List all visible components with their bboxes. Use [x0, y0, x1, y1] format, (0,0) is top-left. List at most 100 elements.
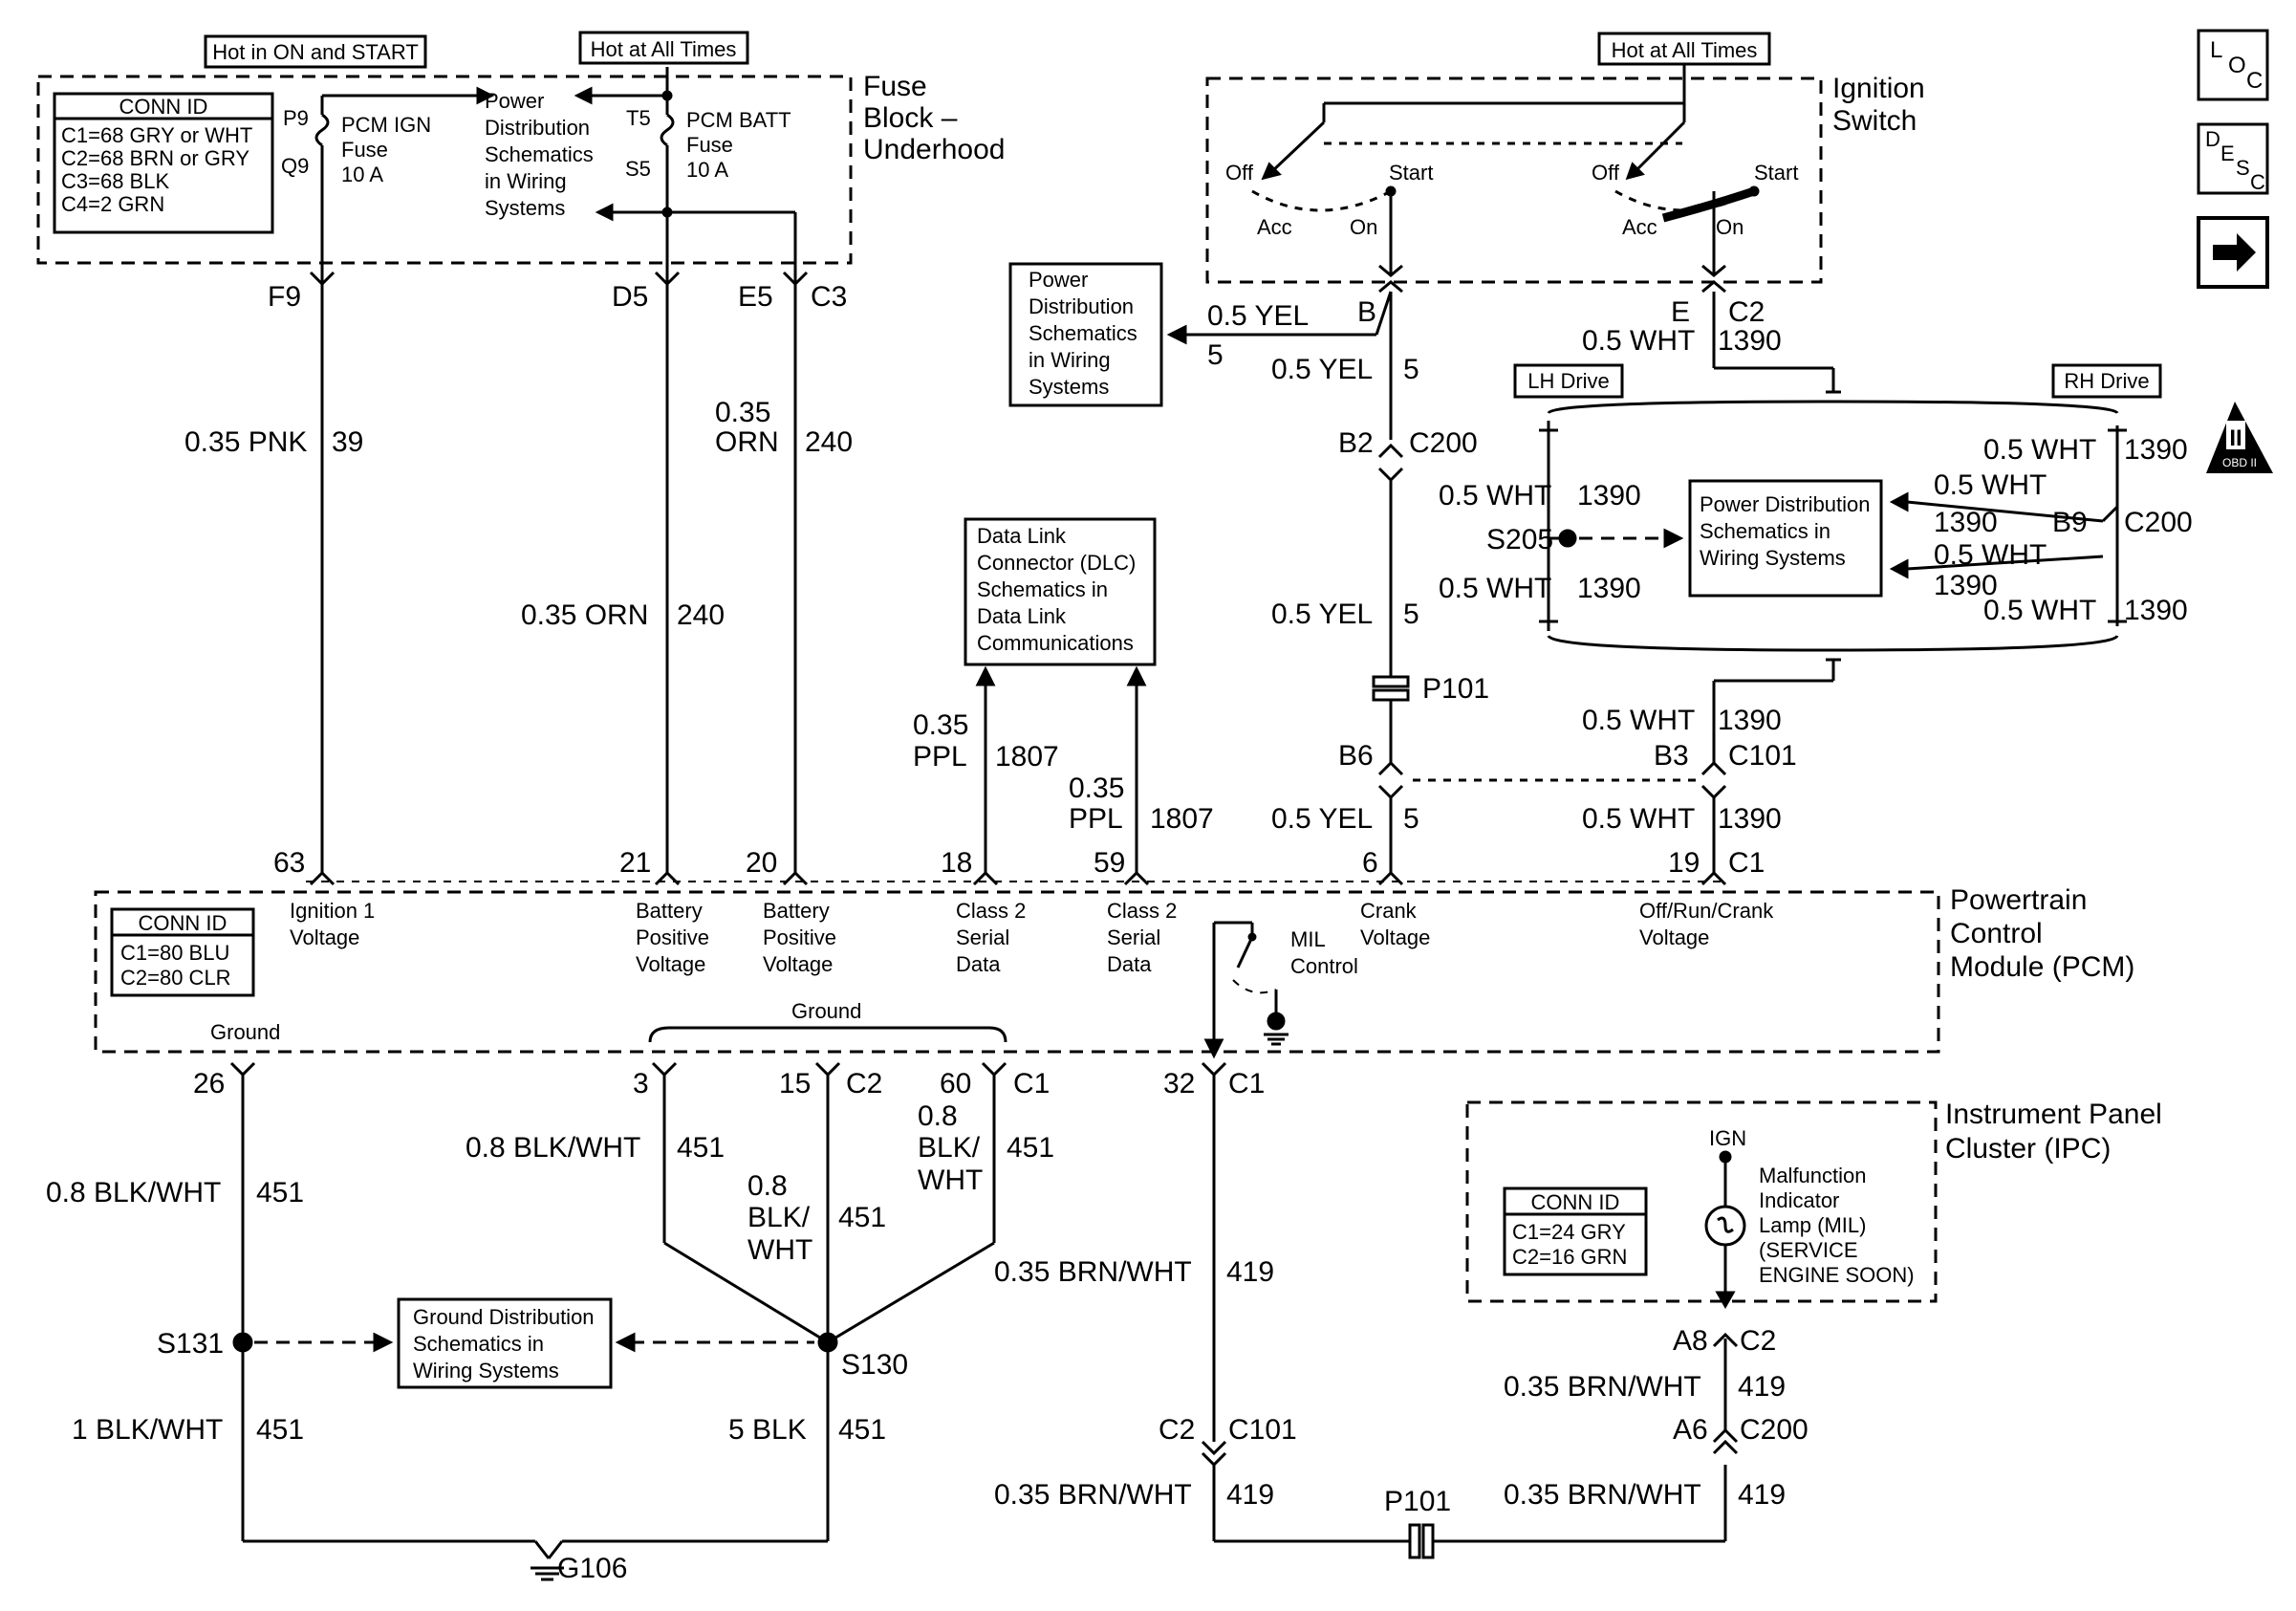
svg-text:Malfunction: Malfunction — [1759, 1164, 1867, 1187]
svg-text:S5: S5 — [625, 157, 651, 181]
svg-text:26: 26 — [193, 1068, 225, 1099]
pcm-outline — [94, 890, 1940, 1054]
ignition-switch-contacts: Off Start Acc On Off Start Acc On — [1225, 64, 1798, 277]
class2-wires: 0.35 PPL 1807 0.35 PPL 1807 — [913, 665, 1214, 886]
svg-text:T5: T5 — [626, 106, 651, 130]
svg-text:10 A: 10 A — [341, 163, 383, 186]
svg-text:1807: 1807 — [995, 741, 1059, 773]
svg-text:CONN ID: CONN ID — [1531, 1190, 1620, 1214]
svg-text:C2=68 BRN or GRY: C2=68 BRN or GRY — [61, 146, 249, 170]
svg-text:Schematics in: Schematics in — [977, 577, 1108, 601]
svg-text:S130: S130 — [841, 1349, 908, 1381]
svg-text:0.8 BLK/WHT: 0.8 BLK/WHT — [466, 1132, 640, 1164]
svg-text:Switch: Switch — [1832, 105, 1917, 137]
svg-text:15: 15 — [779, 1068, 811, 1099]
svg-text:(SERVICE: (SERVICE — [1759, 1238, 1858, 1262]
svg-text:0.5 WHT: 0.5 WHT — [1983, 434, 2096, 466]
svg-text:Powertrain: Powertrain — [1950, 884, 2087, 916]
svg-text:PPL: PPL — [1069, 803, 1123, 835]
svg-text:1807: 1807 — [1150, 803, 1214, 835]
svg-text:WHT: WHT — [747, 1234, 812, 1266]
svg-text:6: 6 — [1362, 847, 1378, 879]
svg-text:OBD II: OBD II — [2222, 456, 2257, 469]
svg-text:5 BLK: 5 BLK — [728, 1414, 807, 1446]
ignition-switch-outline — [1205, 76, 1823, 284]
svg-text:240: 240 — [677, 599, 725, 631]
svg-text:LH Drive: LH Drive — [1527, 369, 1610, 393]
svg-text:S: S — [2236, 156, 2250, 180]
svg-text:0.35: 0.35 — [715, 397, 770, 428]
svg-text:451: 451 — [838, 1414, 886, 1446]
svg-text:Fuse: Fuse — [686, 133, 733, 157]
svg-text:in Wiring: in Wiring — [1029, 348, 1111, 372]
svg-text:0.5 WHT: 0.5 WHT — [1439, 573, 1551, 604]
svg-text:39: 39 — [332, 426, 363, 458]
wht-wire: E C2 0.5 WHT 1390 LH Drive RH Drive — [1513, 280, 2162, 415]
svg-text:Crank: Crank — [1360, 899, 1418, 923]
svg-text:Lamp (MIL): Lamp (MIL) — [1759, 1213, 1866, 1237]
svg-text:C3=68 BLK: C3=68 BLK — [61, 169, 169, 193]
svg-text:1390: 1390 — [1577, 573, 1641, 604]
svg-text:5: 5 — [1207, 339, 1224, 371]
svg-text:ORN: ORN — [715, 426, 779, 458]
dlc-box: Data Link Connector (DLC) Schematics in … — [964, 517, 1157, 666]
svg-text:C200: C200 — [2124, 507, 2193, 538]
svg-text:P9: P9 — [283, 106, 309, 130]
fuse-block-title: Fuse Block – Underhood — [863, 71, 1005, 165]
svg-text:0.5 WHT: 0.5 WHT — [1934, 539, 2047, 571]
svg-text:Cluster (IPC): Cluster (IPC) — [1945, 1133, 2111, 1165]
svg-text:C2: C2 — [846, 1068, 882, 1099]
svg-text:Voltage: Voltage — [1360, 925, 1430, 949]
svg-text:C101: C101 — [1228, 1414, 1297, 1446]
svg-text:419: 419 — [1738, 1371, 1786, 1403]
svg-text:Schematics: Schematics — [485, 142, 594, 166]
svg-text:F9: F9 — [268, 281, 301, 313]
svg-text:PCM BATT: PCM BATT — [686, 108, 791, 132]
svg-text:C2=16 GRN: C2=16 GRN — [1512, 1245, 1627, 1269]
svg-text:P101: P101 — [1384, 1486, 1451, 1517]
svg-text:Schematics in: Schematics in — [1700, 519, 1830, 543]
svg-text:419: 419 — [1226, 1479, 1274, 1511]
svg-text:Indicator: Indicator — [1759, 1188, 1839, 1212]
svg-text:0.35: 0.35 — [1069, 773, 1124, 804]
svg-text:C3: C3 — [811, 281, 847, 313]
svg-text:Class 2: Class 2 — [956, 899, 1026, 923]
svg-text:Module (PCM): Module (PCM) — [1950, 951, 2134, 983]
mil-wire: 32 C1 0.35 BRN/WHT 419 C2 C101 0.35 BRN/… — [994, 1061, 1809, 1559]
svg-text:0.8: 0.8 — [918, 1100, 958, 1132]
svg-text:Control: Control — [1950, 918, 2043, 949]
svg-text:1390: 1390 — [1577, 480, 1641, 512]
svg-text:0.35 BRN/WHT: 0.35 BRN/WHT — [1504, 1371, 1701, 1403]
svg-text:1390: 1390 — [1934, 570, 1998, 601]
svg-text:0.8 BLK/WHT: 0.8 BLK/WHT — [46, 1177, 221, 1208]
svg-text:19: 19 — [1668, 847, 1700, 879]
svg-text:Power Distribution: Power Distribution — [1700, 492, 1871, 516]
svg-text:451: 451 — [1007, 1132, 1054, 1164]
svg-text:Voltage: Voltage — [636, 952, 705, 976]
pcm-ground-labels: Ground Ground — [210, 999, 1007, 1044]
svg-text:C1=24 GRY: C1=24 GRY — [1512, 1220, 1626, 1244]
pcm-pin-numbers: 63 21 20 18 59 6 19 C1 — [273, 847, 1765, 879]
svg-text:Serial: Serial — [1107, 925, 1160, 949]
svg-text:5: 5 — [1403, 599, 1419, 630]
svg-text:C1: C1 — [1013, 1068, 1050, 1099]
svg-text:Voltage: Voltage — [1639, 925, 1709, 949]
svg-text:MIL: MIL — [1290, 927, 1326, 951]
svg-text:B: B — [1357, 296, 1376, 328]
svg-text:On: On — [1716, 215, 1744, 239]
mil-control-switch: MIL Control — [1203, 921, 1358, 1059]
svg-text:D5: D5 — [612, 281, 648, 313]
svg-text:0.35 BRN/WHT: 0.35 BRN/WHT — [994, 1479, 1192, 1511]
svg-text:On: On — [1350, 215, 1377, 239]
svg-text:B2: B2 — [1338, 427, 1374, 459]
svg-text:0.5 WHT: 0.5 WHT — [1439, 480, 1551, 512]
svg-text:0.35 ORN: 0.35 ORN — [521, 599, 648, 631]
svg-text:419: 419 — [1738, 1479, 1786, 1511]
svg-text:0.5 WHT: 0.5 WHT — [1582, 803, 1695, 835]
next-arrow-icon[interactable] — [2197, 216, 2269, 289]
svg-text:RH Drive: RH Drive — [2064, 369, 2149, 393]
svg-text:P101: P101 — [1422, 673, 1489, 705]
svg-text:451: 451 — [677, 1132, 725, 1164]
svg-text:C2: C2 — [1159, 1414, 1195, 1446]
